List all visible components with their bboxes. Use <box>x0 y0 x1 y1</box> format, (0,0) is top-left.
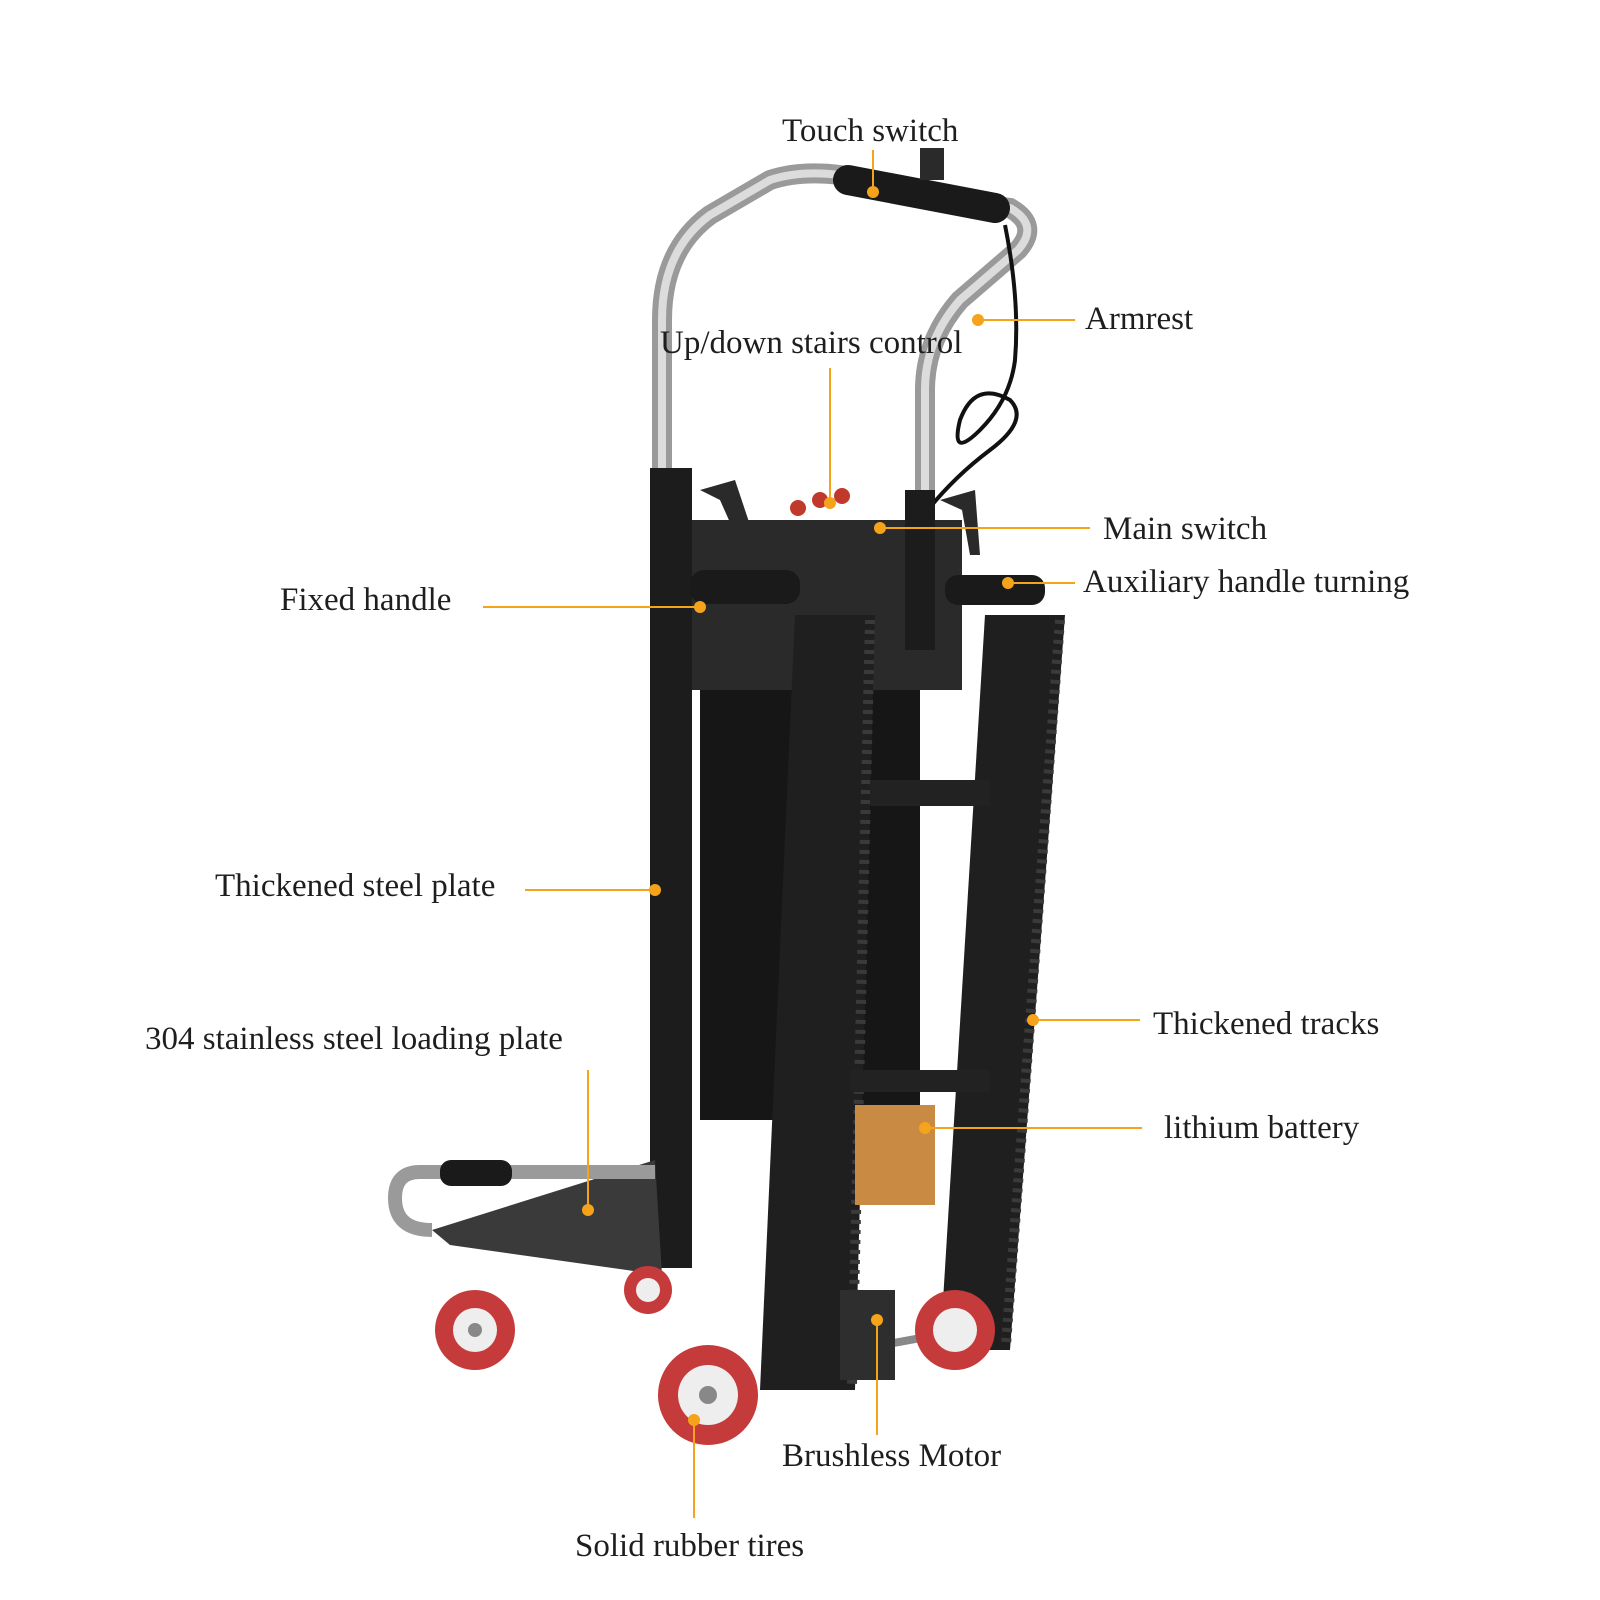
touch-switch-box <box>920 148 944 180</box>
label-tracks: Thickened tracks <box>1153 1006 1380 1042</box>
up-down-knobs <box>790 488 850 516</box>
left-lever <box>700 480 755 545</box>
fixed-handle-grip <box>690 570 800 604</box>
track-wheel <box>915 1290 995 1370</box>
loading-plate-rail <box>387 1165 655 1237</box>
leader-endpoints <box>582 186 1039 1426</box>
label-touch-switch: Touch switch <box>782 113 959 149</box>
main-wheel <box>658 1345 758 1445</box>
label-steel-plate: Thickened steel plate <box>215 868 496 904</box>
label-loading-plate: 304 stainless steel loading plate <box>145 1021 563 1057</box>
left-track-teeth <box>847 619 875 1386</box>
cross-bar-lower <box>850 1070 990 1092</box>
right-track-teeth <box>1001 619 1065 1346</box>
label-fixed-handle: Fixed handle <box>280 582 452 618</box>
brushless-motor-housing <box>840 1290 895 1380</box>
aux-handle-grip <box>945 575 1045 605</box>
label-aux-handle: Auxiliary handle turning <box>1083 564 1410 600</box>
control-cable <box>918 224 1019 522</box>
label-updown-control: Up/down stairs control <box>660 325 963 361</box>
cross-bar-upper <box>870 780 990 806</box>
right-frame-rail <box>905 490 935 650</box>
front-caster-wheel <box>435 1290 515 1370</box>
left-track <box>760 615 875 1390</box>
leader-lines <box>483 150 1142 1518</box>
label-battery: lithium battery <box>1164 1110 1360 1146</box>
label-armrest: Armrest <box>1085 301 1194 337</box>
left-frame-rail <box>650 468 692 1268</box>
label-main-switch: Main switch <box>1103 511 1268 547</box>
right-lever <box>940 490 980 555</box>
rear-caster-wheel <box>624 1266 672 1314</box>
loading-plate <box>432 1160 662 1275</box>
loading-plate-grip <box>440 1160 512 1186</box>
label-motor: Brushless Motor <box>782 1438 1002 1474</box>
right-track <box>940 615 1065 1350</box>
lithium-battery-pack <box>855 1105 935 1205</box>
label-tires: Solid rubber tires <box>575 1528 805 1564</box>
